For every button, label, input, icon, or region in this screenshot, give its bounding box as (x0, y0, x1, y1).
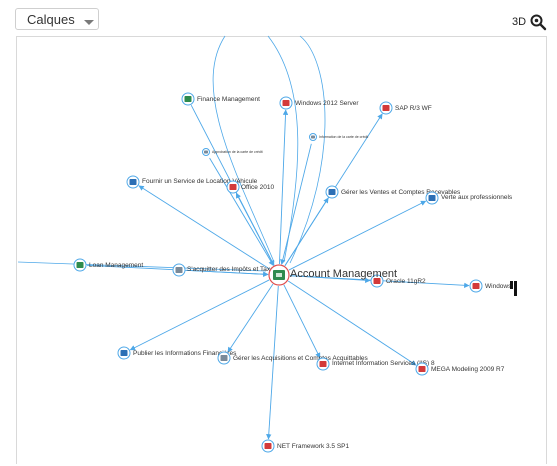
node-label: Loan Management (89, 262, 143, 269)
zoom-icon[interactable] (529, 13, 547, 31)
org-process-icon (428, 195, 436, 201)
edge-iis-8 (283, 284, 321, 359)
software-technology-icon (373, 278, 381, 284)
node-verte-aux-pros[interactable]: Verte aux professionnels (425, 191, 513, 205)
center-node-label: Account Management (290, 268, 397, 280)
windows-flag-icon (510, 281, 517, 296)
node-label: Gérer les Acquisitions et Comptes Acquit… (233, 355, 369, 362)
node-label: MEGA Modeling 2009 R7 (431, 366, 505, 373)
node-office-2010[interactable]: Office 2010 (226, 180, 275, 194)
edge-loop-right (289, 35, 326, 264)
edge-net-framework (266, 285, 279, 440)
node-label: Finance Management (197, 96, 260, 103)
node-informations-financieres[interactable]: Publier les Informations Financières (117, 346, 237, 360)
process-icon (220, 355, 228, 361)
node-label: Gérer les Ventes et Comptes Recevables (341, 189, 461, 196)
service-icon (328, 189, 336, 195)
edge-loop-left (212, 35, 275, 263)
node-label: S'acquitter des Impôts et Taxes (187, 266, 278, 273)
service-icon (120, 350, 128, 356)
service-icon (129, 179, 137, 185)
node-label: Verte aux professionnels (441, 194, 513, 201)
node-iis-8[interactable]: Internet Information Services (IIS) 8 (316, 357, 435, 371)
software-technology-icon (418, 366, 426, 372)
process-icon (311, 135, 315, 139)
process-icon (204, 150, 208, 154)
node-ventes-comptes[interactable]: Gérer les Ventes et Comptes Recevables (325, 185, 461, 199)
node-information-carte[interactable]: Information de la carte de crédit (309, 133, 369, 141)
node-label: Office 2010 (241, 184, 275, 191)
edge-information-carte (280, 143, 312, 265)
edge-windows-2012-server (278, 109, 289, 265)
edge-office-2010 (235, 192, 275, 266)
application-icon (184, 96, 192, 102)
edge-acquisitions-comptes (227, 283, 274, 353)
center-node[interactable]: Account Management (268, 264, 397, 286)
software-technology-icon (282, 100, 290, 106)
node-label: Fournir un Service de Location Véhicule (142, 178, 258, 185)
node-label: SAP R/3 WF (395, 105, 432, 112)
software-technology-icon (382, 105, 390, 111)
edge-approbation (209, 157, 274, 267)
node-net-framework[interactable]: NET Framework 3.5 SP1 (261, 439, 350, 453)
node-label: Internet Information Services (IIS) 8 (332, 360, 435, 367)
edge-verte-aux-pros (288, 200, 427, 271)
edge-offscreen-left (17, 261, 267, 272)
node-finance-management[interactable]: Finance Management (181, 92, 260, 106)
application-icon-detail (276, 273, 282, 277)
software-technology-icon (319, 361, 327, 367)
node-label: Windows 2012 Server (295, 100, 359, 107)
layers-dropdown[interactable]: Calques (15, 8, 99, 30)
node-windows[interactable]: Windows (469, 279, 512, 293)
process-icon (175, 267, 183, 273)
software-technology-icon (229, 184, 237, 190)
node-label: NET Framework 3.5 SP1 (277, 443, 350, 450)
node-mega-modeling[interactable]: MEGA Modeling 2009 R7 (415, 362, 505, 376)
node-sap-r3-wf[interactable]: SAP R/3 WF (379, 101, 432, 115)
node-label: Oracle 11gR2 (386, 278, 426, 285)
node-label: Windows (485, 283, 512, 290)
application-icon (76, 262, 84, 268)
edge-location-vehicule (138, 185, 270, 270)
node-label: Information de la carte de crédit (319, 135, 368, 139)
mode-3d-button[interactable]: 3D (512, 16, 527, 28)
node-approbation[interactable]: Approbation de la carte de crédit (202, 148, 263, 156)
node-impots-taxes[interactable]: S'acquitter des Impôts et Taxes (172, 263, 278, 277)
edge-loop-middle (267, 35, 299, 263)
node-oracle-11gr2[interactable]: Oracle 11gR2 (370, 274, 426, 288)
layers-dropdown-label: Calques (27, 12, 75, 27)
node-windows-2012-server[interactable]: Windows 2012 Server (279, 96, 359, 110)
edge-impots-taxes (185, 269, 269, 277)
software-technology-icon (264, 443, 272, 449)
node-acquisitions-comptes[interactable]: Gérer les Acquisitions et Comptes Acquit… (217, 351, 369, 365)
node-label: Approbation de la carte de crédit (212, 150, 263, 154)
edge-mega-modeling (287, 280, 417, 366)
node-location-vehicule[interactable]: Fournir un Service de Location Véhicule (126, 175, 258, 189)
edge-informations-financieres (129, 279, 270, 351)
software-technology-icon (472, 283, 480, 289)
node-loan-management[interactable]: Loan Management (73, 258, 143, 272)
node-label: Publier les Informations Financières (133, 350, 237, 357)
chevron-down-icon (84, 20, 94, 25)
edge-ventes-comptes (284, 197, 329, 266)
